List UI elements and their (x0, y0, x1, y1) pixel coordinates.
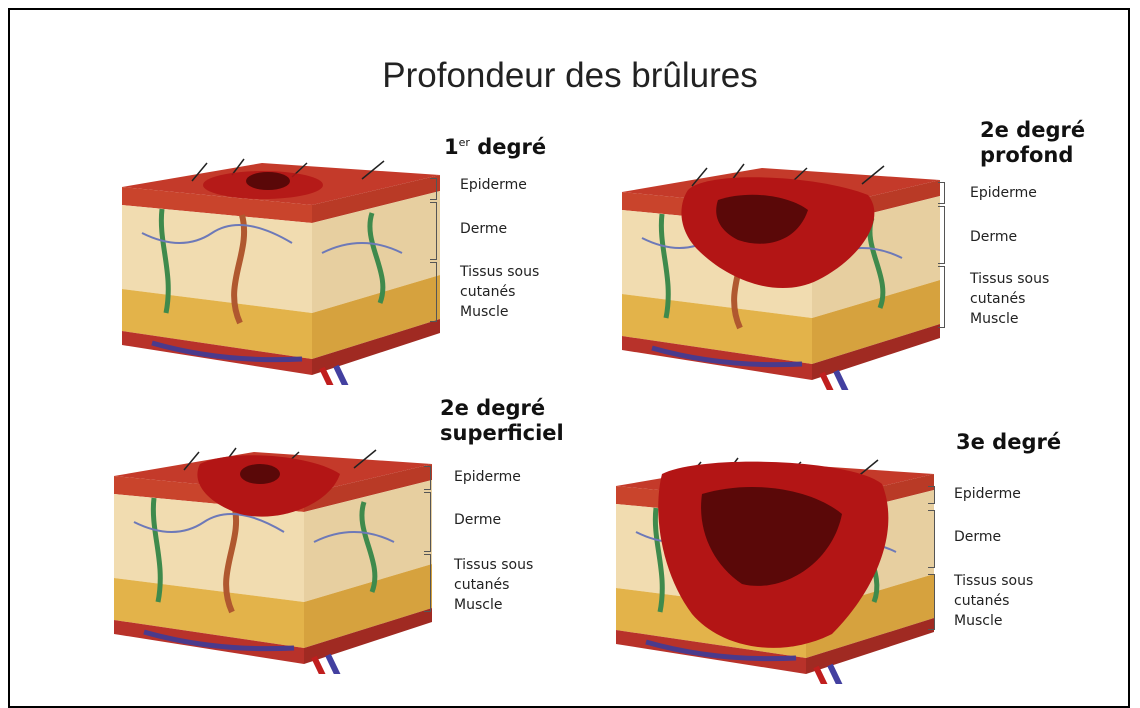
label-muscle: Muscle (460, 303, 508, 322)
panel-first-degree (118, 145, 448, 385)
brace-derme (424, 492, 431, 552)
brace-derme (430, 202, 437, 260)
label-derme: Derme (970, 228, 1017, 247)
label-epiderme: Epiderme (954, 485, 1021, 504)
label-epiderme: Epiderme (460, 176, 527, 195)
brace-derme (928, 510, 935, 568)
brace-epiderme (424, 466, 431, 490)
brace-epiderme (938, 182, 945, 204)
label-epiderme: Epiderme (970, 184, 1037, 203)
label-cutanes: cutanés (970, 290, 1025, 309)
label-tissus-sous: Tissus sous (454, 556, 533, 575)
heading-second-degree-superficial-2: superficiel (440, 421, 564, 446)
label-muscle: Muscle (954, 612, 1002, 631)
brace-derme (938, 206, 945, 264)
label-derme: Derme (460, 220, 507, 239)
skin-diagram-second-degree-superficial (110, 434, 440, 674)
brace-epiderme (430, 178, 437, 200)
label-cutanes: cutanés (454, 576, 509, 595)
label-cutanes: cutanés (954, 592, 1009, 611)
label-muscle: Muscle (454, 596, 502, 615)
label-derme: Derme (954, 528, 1001, 547)
brace-epiderme (928, 486, 935, 504)
figure-title: Profondeur des brûlures (0, 56, 1140, 96)
panel-second-degree-deep (618, 150, 948, 390)
label-tissus-sous: Tissus sous (954, 572, 1033, 591)
label-tissus-sous: Tissus sous (460, 263, 539, 282)
label-epiderme: Epiderme (454, 468, 521, 487)
label-muscle: Muscle (970, 310, 1018, 329)
skin-diagram-first-degree (118, 145, 448, 385)
heading-second-degree-deep-1: 2e degré (980, 118, 1085, 143)
brace-tissus (424, 554, 431, 612)
heading-third-degree: 3e degré (956, 430, 1061, 455)
heading-second-degree-superficial-1: 2e degré (440, 396, 545, 421)
brace-tissus (938, 266, 945, 328)
heading-first-degree: 1er degré (444, 130, 546, 160)
label-cutanes: cutanés (460, 283, 515, 302)
heading-second-degree-deep-2: profond (980, 143, 1073, 168)
skin-diagram-third-degree (612, 444, 942, 684)
label-derme: Derme (454, 511, 501, 530)
brace-tissus (928, 574, 935, 630)
label-tissus-sous: Tissus sous (970, 270, 1049, 289)
panel-third-degree (612, 444, 942, 684)
panel-second-degree-superficial (110, 434, 440, 674)
skin-diagram-second-degree-deep (618, 150, 948, 390)
brace-tissus (430, 262, 437, 322)
